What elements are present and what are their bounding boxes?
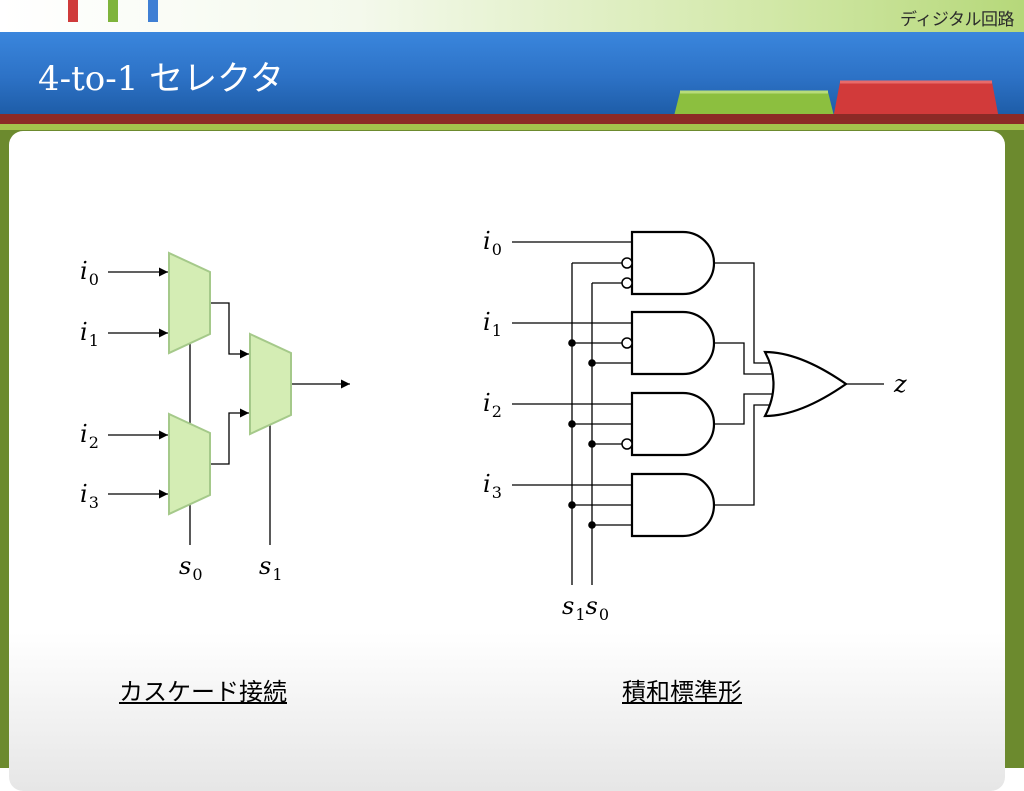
mux-block-3 [249, 332, 292, 436]
sop-label-z: z [893, 370, 907, 398]
logic-gates [630, 230, 848, 538]
junction-s0-g2 [588, 440, 596, 448]
sop-label-s1s0: s1s0 [562, 592, 609, 624]
and-gate-1 [630, 310, 716, 376]
junction-s1-g1 [568, 339, 576, 347]
mux2-output-wire [210, 408, 249, 465]
sop-diagram [512, 241, 884, 585]
inversion-bubbles [621, 257, 633, 450]
bubble-g0-s1 [621, 257, 633, 269]
and-gate-0 [630, 230, 716, 296]
label-i3: i3 [80, 480, 99, 512]
bubble-g1-s1 [621, 337, 633, 349]
bubble-g2-s0 [621, 438, 633, 450]
caption-cascade: カスケード接続 [119, 678, 287, 706]
course-label: ディジタル回路 [900, 10, 1014, 30]
and-gate-3 [630, 472, 716, 538]
mux-block-2 [168, 412, 211, 516]
junction-s0-g3 [588, 521, 596, 529]
and1-to-or-wire [714, 342, 774, 375]
junction-dots [568, 339, 596, 529]
circuit-diagrams: i0 i1 i2 i3 s0 s1 [80, 227, 907, 624]
and-gate-2 [630, 391, 716, 457]
blue-tab-marker [148, 0, 158, 22]
red-folder-tab [832, 80, 1000, 124]
top-bar: ディジタル回路 [0, 0, 1024, 32]
frame-top-stripe [0, 114, 1024, 124]
mux-block-1 [168, 251, 211, 355]
and3-to-or-wire [714, 404, 772, 506]
caption-sop: 積和標準形 [622, 678, 742, 706]
label-i1: i1 [80, 318, 99, 350]
bubble-g0-s0 [621, 277, 633, 289]
slide-title: 4-to-1 セレクタ [38, 59, 284, 99]
mux-blocks [168, 251, 292, 516]
red-tab-marker [68, 0, 78, 22]
label-s1: s1 [259, 552, 283, 584]
junction-s1-g3 [568, 501, 576, 509]
and2-to-or-wire [714, 393, 774, 425]
junction-s1-g2 [568, 420, 576, 428]
sop-label-i3: i3 [483, 470, 502, 502]
sop-label-i1: i1 [483, 308, 502, 340]
sop-label-i0: i0 [483, 227, 502, 259]
or-gate [763, 350, 848, 418]
label-i2: i2 [80, 420, 99, 452]
mux1-output-wire [210, 302, 249, 359]
cascade-diagram [108, 267, 350, 545]
junction-s0-g1 [588, 359, 596, 367]
sop-label-i2: i2 [483, 389, 502, 421]
label-s0: s0 [179, 552, 203, 584]
and0-to-or-wire [714, 262, 772, 364]
green-tab-marker [108, 0, 118, 22]
label-i0: i0 [80, 257, 99, 289]
frame-highlight-stripe [0, 124, 1024, 130]
